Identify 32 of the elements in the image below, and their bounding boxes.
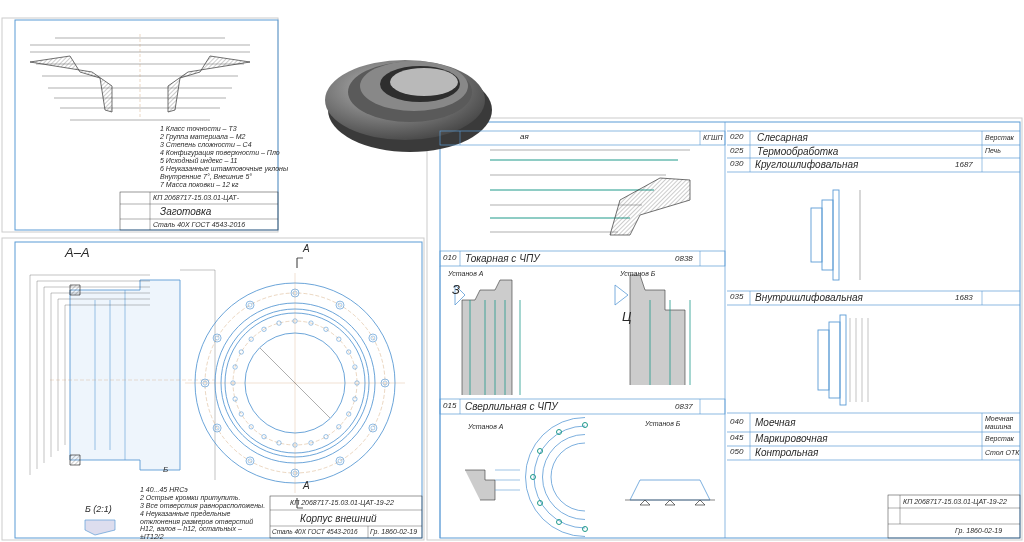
operation-name: ая xyxy=(520,133,529,142)
shop-code: 1683 xyxy=(955,294,973,303)
operation-name: Токарная с ЧПУ xyxy=(465,253,540,264)
datum-label: Ц xyxy=(622,310,632,325)
operation-number: 050 xyxy=(730,448,744,457)
operation-number: 035 xyxy=(730,293,744,302)
datum-label: З xyxy=(452,283,460,298)
operation-name: Термообработка xyxy=(757,146,839,157)
operation-number: 040 xyxy=(730,418,744,427)
operation-number: 020 xyxy=(730,133,744,142)
operation-name: Внутришлифовальная xyxy=(755,292,863,303)
operation-number: 010 xyxy=(443,254,457,263)
operation-number: 030 xyxy=(730,160,744,169)
operation-name: Моечная xyxy=(755,417,796,428)
section-label: А–А xyxy=(65,246,90,261)
operation-name: Сверлильная с ЧПУ xyxy=(465,401,558,412)
section-label: А xyxy=(303,480,310,491)
part-title: Корпус внешний xyxy=(300,513,377,524)
operation-name: Маркировочная xyxy=(755,433,828,444)
operation-name: Контрольная xyxy=(755,447,819,458)
part-title: Заготовка xyxy=(160,206,212,217)
shop-code: 1687 xyxy=(955,161,973,170)
operation-name: Круглошлифовальная xyxy=(755,159,859,170)
shop-code: 0838 xyxy=(675,255,693,264)
operation-name: Слесарная xyxy=(757,132,808,143)
operation-number: 015 xyxy=(443,402,457,411)
shop-code: 0837 xyxy=(675,403,693,412)
view-label: Б (2:1) xyxy=(85,505,112,515)
operation-number: 045 xyxy=(730,434,744,443)
operation-number: 025 xyxy=(730,147,744,156)
section-label: А xyxy=(303,243,310,254)
view-label: Б xyxy=(163,466,169,475)
